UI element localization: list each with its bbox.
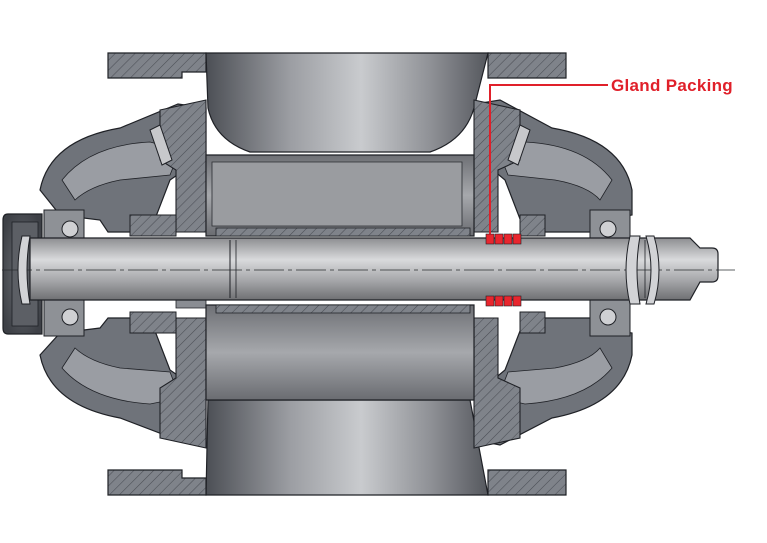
retaining-rings (17, 235, 660, 305)
packing-ring (494, 295, 504, 307)
packing-ring (494, 233, 504, 245)
packing-ring (503, 295, 513, 307)
shaft (29, 237, 719, 301)
callout-leader-line (489, 84, 608, 234)
outlet-port (205, 399, 489, 496)
inlet-port (205, 52, 489, 153)
packing-ring (512, 233, 522, 245)
right-end-cover (473, 99, 633, 449)
packing-ring (512, 295, 522, 307)
packing-ring (503, 233, 513, 245)
grease-fittings (149, 124, 531, 166)
rotor-body (205, 154, 475, 401)
callout-label: Gland Packing (611, 76, 733, 95)
left-end-cover (39, 99, 207, 449)
gland-packing-callout: Gland Packing (489, 76, 733, 234)
left-bearing (43, 209, 85, 337)
top-flange (107, 52, 567, 79)
bottom-flange (107, 469, 567, 496)
packing-ring (485, 295, 495, 307)
packing-ring (485, 233, 495, 245)
